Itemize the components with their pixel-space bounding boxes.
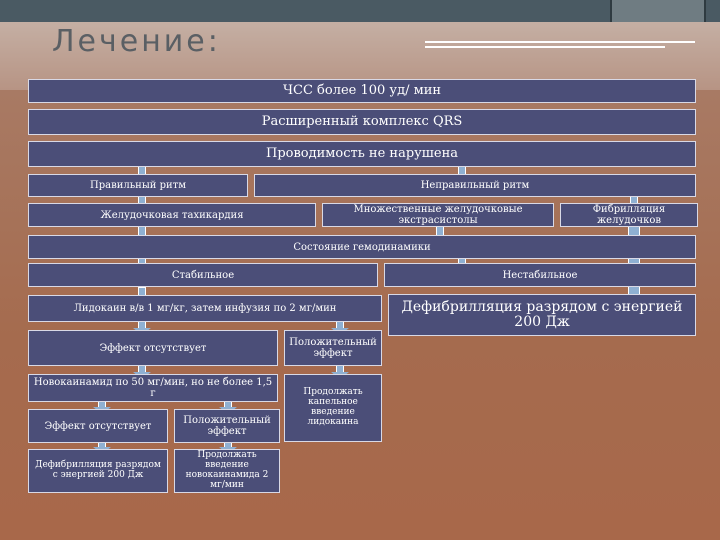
- defibrillation-box-secondary: Дефибрилляция разрядом с энергией 200 Дж: [28, 449, 168, 493]
- unstable-box: Нестабильное: [384, 263, 696, 287]
- continue-lidocaine-box: Продолжать капельное введение лидокаина: [284, 374, 382, 442]
- irregular-rhythm-box: Неправильный ритм: [254, 174, 696, 197]
- heart-rate-box: ЧСС более 100 уд/ мин: [28, 79, 696, 103]
- novocainamide-box: Новокаинамид по 50 мг/мин, но не более 1…: [28, 374, 278, 402]
- no-effect-box-secondary: Эффект отсутствует: [28, 409, 168, 443]
- lidocaine-box: Лидокаин в/в 1 мг/кг, затем инфузия по 2…: [28, 295, 382, 322]
- title-underline: [425, 41, 695, 43]
- pvc-box: Множественные желудочковые экстрасистолы: [322, 203, 554, 227]
- wide-qrs-box: Расширенный комплекс QRS: [28, 109, 696, 135]
- stable-box: Стабильное: [28, 263, 378, 287]
- defibrillation-box: Дефибрилляция разрядом с энергией 200 Дж: [388, 294, 696, 336]
- vf-box: Фибрилляция желудочков: [560, 203, 698, 227]
- positive-effect-box-secondary: Положительный эффект: [174, 409, 280, 443]
- ventricular-tachycardia-box: Желудочковая тахикардия: [28, 203, 316, 227]
- regular-rhythm-box: Правильный ритм: [28, 174, 248, 197]
- continue-novocainamide-box: Продолжать введение новокаинамида 2 мг/м…: [174, 449, 280, 493]
- hemodynamics-box: Состояние гемодинамики: [28, 235, 696, 259]
- title-underline-secondary: [425, 46, 665, 48]
- no-effect-box: Эффект отсутствует: [28, 330, 278, 366]
- top-stripe-accent: [610, 0, 706, 22]
- positive-effect-box: Положительный эффект: [284, 330, 382, 366]
- conduction-box: Проводимость не нарушена: [28, 141, 696, 167]
- slide-title: Лечение:: [52, 24, 221, 59]
- top-stripe: [0, 0, 720, 22]
